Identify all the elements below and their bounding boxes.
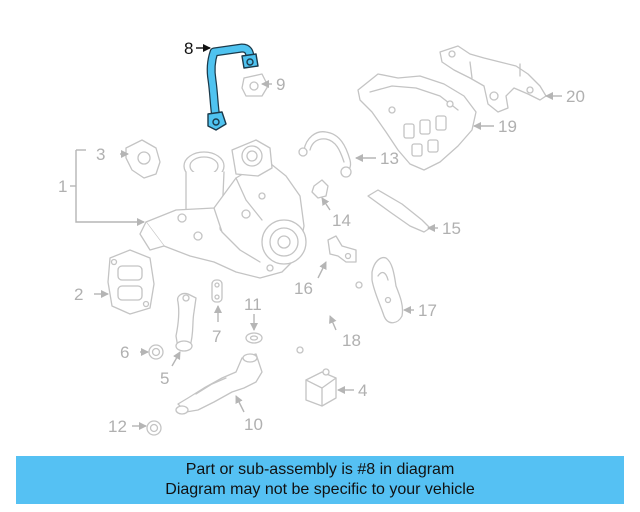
callout-16[interactable]: 16: [294, 279, 313, 298]
info-banner: Part or sub-assembly is #8 in diagram Di…: [16, 456, 624, 504]
part-13-oil-line: [298, 131, 352, 178]
part-3-valve: [125, 139, 161, 179]
parts-diagram: 8 9 3 1 2 6 5 7 11 10 12 4 18 17 16 15 1…: [58, 39, 585, 436]
part-14-fitting: [311, 179, 329, 199]
callout-18[interactable]: 18: [342, 331, 361, 350]
part-5-pipe: [175, 292, 197, 352]
callout-1[interactable]: 1: [58, 177, 67, 196]
part-18-support-rod: [296, 281, 363, 354]
callout-17[interactable]: 17: [418, 301, 437, 320]
banner-line-part: Part or sub-assembly is #8 in diagram: [185, 461, 455, 478]
part-7-gasket: [211, 279, 223, 303]
part-1-turbocharger: [139, 139, 307, 279]
callout-2[interactable]: 2: [74, 285, 83, 304]
part-8-coolant-pipe-highlighted[interactable]: [206, 43, 259, 131]
callout-9[interactable]: 9: [276, 75, 285, 94]
part-9-gasket: [241, 73, 269, 97]
callout-3[interactable]: 3: [96, 145, 105, 164]
callout-7[interactable]: 7: [212, 327, 221, 346]
part-11-washer: [245, 332, 263, 344]
part-10-return-pipe: [175, 353, 263, 415]
part-6-seal: [148, 344, 164, 360]
banner-line-disclaimer: Diagram may not be specific to your vehi…: [165, 481, 475, 498]
callout-labels: 8 9 3 1 2 6 5 7 11 10 12 4 18 17 16 15 1…: [58, 39, 585, 436]
callout-14[interactable]: 14: [332, 211, 351, 230]
callout-15[interactable]: 15: [442, 219, 461, 238]
leader-lines: [70, 44, 562, 430]
callout-4[interactable]: 4: [358, 381, 367, 400]
callout-10[interactable]: 10: [244, 415, 263, 434]
callout-20[interactable]: 20: [566, 87, 585, 106]
callout-12[interactable]: 12: [108, 417, 127, 436]
callout-6[interactable]: 6: [120, 343, 129, 362]
part-16-bracket: [327, 235, 357, 263]
part-4-sensor: [305, 368, 337, 407]
callout-19[interactable]: 19: [498, 117, 517, 136]
callout-13[interactable]: 13: [380, 149, 399, 168]
part-15-shield-strip: [367, 189, 431, 233]
part-2-gasket: [107, 249, 155, 315]
callout-8[interactable]: 8: [184, 39, 193, 58]
part-20-bracket: [439, 45, 547, 113]
callout-5[interactable]: 5: [160, 369, 169, 388]
part-12-seal: [146, 420, 162, 436]
part-19-heat-shield: [357, 73, 477, 171]
callout-11[interactable]: 11: [244, 295, 262, 314]
part-17-heat-shield: [371, 256, 404, 324]
